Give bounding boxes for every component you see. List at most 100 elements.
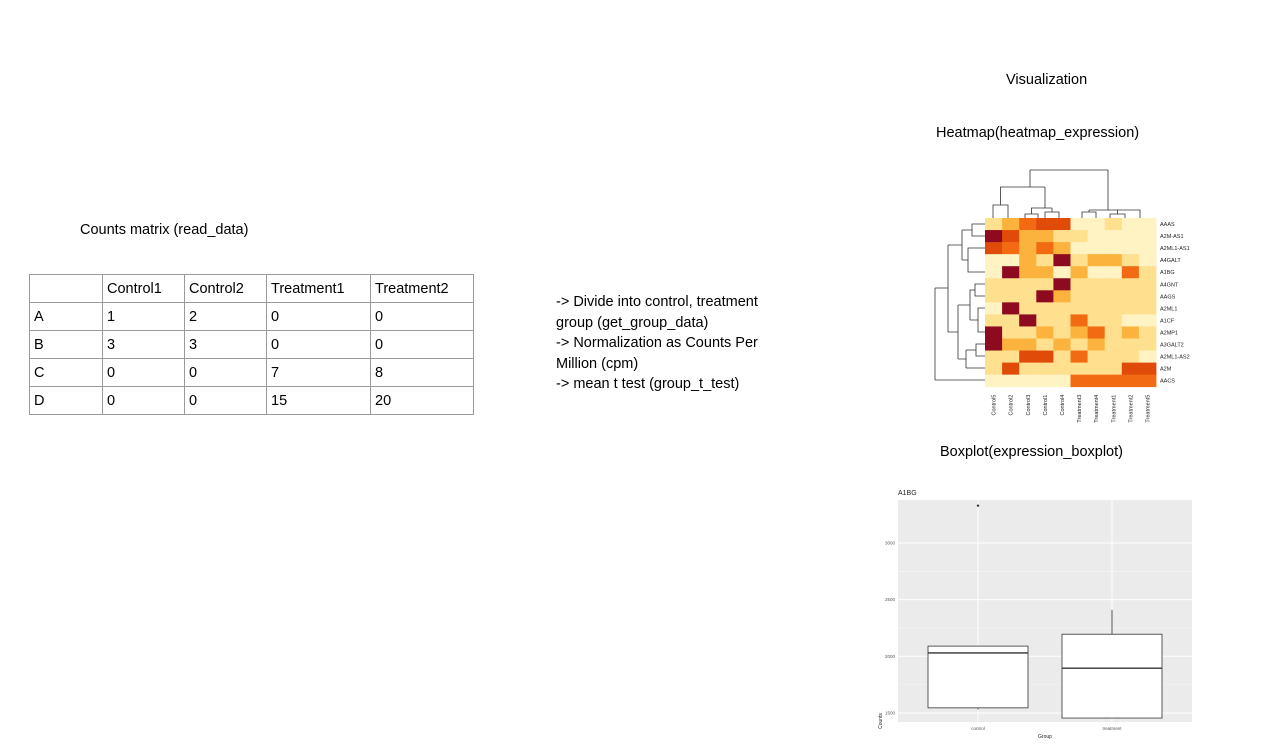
- heatmap-row-label: AACS: [1160, 379, 1175, 385]
- heatmap-cell: [1053, 374, 1071, 388]
- heatmap-cell: [1019, 266, 1037, 279]
- heatmap-cell: [1019, 326, 1037, 339]
- heatmap-cell: [1087, 254, 1106, 267]
- heatmap-cell: [1002, 374, 1020, 388]
- heatmap-cell: [1002, 362, 1020, 376]
- heatmap-cell: [1019, 338, 1037, 351]
- step-t-test: -> mean t test (group_t_test): [556, 376, 740, 392]
- heatmap-cell: [1070, 242, 1088, 255]
- heatmap-cell: [1070, 302, 1088, 315]
- heatmap-cell: [1087, 218, 1106, 231]
- heatmap-cell: [1036, 254, 1054, 267]
- heatmap-cell: [1087, 230, 1106, 243]
- heatmap-cell: [1002, 350, 1020, 363]
- heatmap-cell: [1002, 254, 1020, 267]
- heatmap-cell: [1002, 302, 1020, 315]
- heatmap-cell: [1036, 230, 1054, 243]
- table-header-cell: Treatment2: [370, 274, 474, 303]
- heatmap-cell: [1104, 218, 1123, 231]
- heatmap-cell: [1121, 314, 1140, 327]
- heatmap-cell: [1036, 326, 1054, 339]
- boxplot-x-axis-label: Group: [1038, 734, 1052, 740]
- heatmap-col-label: Control4: [1060, 395, 1066, 416]
- heatmap-cell: [1087, 278, 1106, 291]
- heatmap-col-label: Treatment5: [1146, 395, 1152, 423]
- boxplot-y-tick-label: 2500: [885, 597, 896, 602]
- heatmap-col-label: Control1: [1043, 395, 1049, 416]
- heatmap-cell: [1019, 242, 1037, 255]
- heatmap-cell: [1138, 254, 1157, 267]
- heatmap-cell: [1036, 314, 1054, 327]
- table-cell: 0: [184, 386, 267, 415]
- heatmap-cell: [1087, 362, 1106, 376]
- pipeline-steps: -> Divide into control, treatment group …: [556, 292, 796, 395]
- heatmap-cell: [1104, 278, 1123, 291]
- heatmap-cell: [1036, 290, 1054, 303]
- heatmap-row-label: A3GALT2: [1160, 343, 1184, 349]
- heatmap-cell: [1036, 242, 1054, 255]
- heatmap-row-label: A2MP1: [1160, 331, 1178, 337]
- visualization-title: Visualization: [1006, 72, 1088, 88]
- heatmap-cell: [1121, 374, 1140, 388]
- heatmap-cell: [1121, 290, 1140, 303]
- heatmap-cell: [1053, 326, 1071, 339]
- table-cell: 3: [102, 330, 185, 359]
- heatmap-cell: [1036, 338, 1054, 351]
- heatmap-cell: [1104, 338, 1123, 351]
- boxplot-panel-title: A1BG: [898, 490, 917, 497]
- heatmap-cell: [1104, 362, 1123, 376]
- heatmap-cell: [1002, 338, 1020, 351]
- heatmap-row-label: AAGS: [1160, 294, 1176, 300]
- heatmap-cell: [1053, 362, 1071, 376]
- heatmap-cell: [985, 218, 1003, 231]
- heatmap-cell: [1002, 242, 1020, 255]
- heatmap-row-label: A2ML1: [1160, 306, 1177, 312]
- step-divide: -> Divide into control, treatment group …: [556, 294, 758, 331]
- heatmap-cell: [1070, 218, 1088, 231]
- heatmap-cell: [1104, 254, 1123, 267]
- heatmap-cell: [1121, 362, 1140, 376]
- heatmap-row-label: A2M-AS1: [1160, 234, 1184, 240]
- heatmap-cell: [1070, 254, 1088, 267]
- boxplot-x-tick-label: treatment: [1102, 726, 1122, 731]
- heatmap-cell: [1053, 218, 1071, 231]
- heatmap-cell: [1087, 290, 1106, 303]
- heatmap-cell: [1104, 374, 1123, 388]
- table-cell: 15: [266, 386, 371, 415]
- heatmap-cell: [1138, 326, 1157, 339]
- heatmap-cell: [1019, 290, 1037, 303]
- heatmap-row-label: A1CF: [1160, 318, 1175, 324]
- heatmap-cell: [1138, 314, 1157, 327]
- heatmap-cell: [1070, 374, 1088, 388]
- table-header-cell: Treatment1: [266, 274, 371, 303]
- heatmap-cell: [1019, 362, 1037, 376]
- heatmap-cell: [1002, 314, 1020, 327]
- boxplot-y-tick-label: 2000: [885, 654, 896, 659]
- table-cell: 0: [370, 330, 474, 359]
- heatmap-row-label: A2ML1-AS2: [1160, 355, 1190, 361]
- heatmap-cell: [1019, 302, 1037, 315]
- table-cell: 1: [102, 302, 185, 331]
- heatmap-cell: [1104, 266, 1123, 279]
- heatmap-cell: [1121, 338, 1140, 351]
- boxplot-box: [927, 645, 1029, 709]
- heatmap-cell: [1036, 278, 1054, 291]
- heatmap-cell: [985, 314, 1003, 327]
- heatmap-cell: [1138, 374, 1157, 388]
- heatmap-cell: [1087, 350, 1106, 363]
- heatmap-cell: [1036, 218, 1054, 231]
- heatmap-cell: [1104, 290, 1123, 303]
- heatmap-cell: [1053, 254, 1071, 267]
- heatmap-cell: [1138, 362, 1157, 376]
- heatmap-cell: [1053, 266, 1071, 279]
- heatmap-cell: [1138, 266, 1157, 279]
- boxplot-y-axis-label: Counts: [878, 713, 884, 729]
- heatmap-cell: [1121, 242, 1140, 255]
- heatmap-cell: [1087, 326, 1106, 339]
- boxplot-y-tick-label: 3000: [885, 541, 896, 546]
- heatmap-cell: [1104, 350, 1123, 363]
